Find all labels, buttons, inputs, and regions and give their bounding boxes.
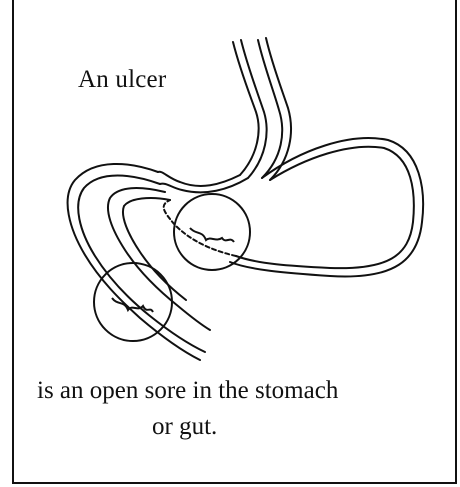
caption-line-2: or gut. xyxy=(37,409,447,445)
figure-caption: is an open sore in the stomach or gut. xyxy=(37,373,447,445)
caption-line-1: is an open sore in the stomach xyxy=(37,377,338,404)
ulcer-circle-stomach xyxy=(174,194,250,270)
